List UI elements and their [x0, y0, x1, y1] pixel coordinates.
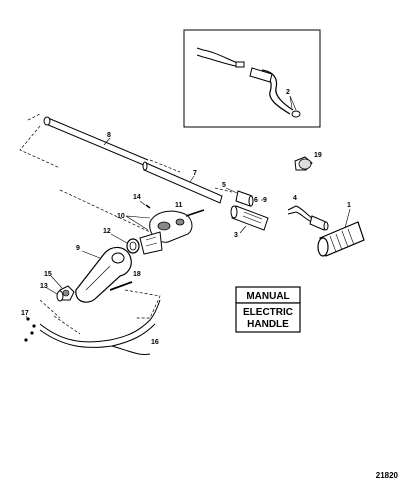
- tube-part-7: 7: [142, 161, 223, 204]
- cap-part-19: 19: [294, 152, 322, 171]
- label-part-1: 1: [347, 202, 351, 209]
- label-part-12: 12: [103, 228, 111, 235]
- screw-part-11: 11: [175, 202, 205, 217]
- label-part-10: 10: [117, 213, 125, 220]
- label-part-3: 3: [234, 232, 238, 239]
- coupling: [139, 231, 163, 255]
- legend-handle: HANDLE: [247, 319, 289, 330]
- grip-sleeve-part-3: 3: [230, 205, 269, 239]
- switch-part-4: 4: [287, 195, 329, 231]
- legend-electric: ELECTRIC: [243, 307, 293, 318]
- label-part-14: 14: [133, 194, 141, 201]
- label-part-15: 15: [44, 271, 52, 278]
- label-part-18: 18: [133, 271, 141, 278]
- alignment-dashes: [19, 113, 233, 335]
- bushing-part-5: 5: [222, 182, 254, 207]
- label-part-8: 8: [107, 132, 111, 139]
- label-part-17: 17: [21, 310, 29, 317]
- label-part-9b: 9: [263, 197, 267, 204]
- harness-inset: 2: [183, 29, 321, 128]
- label-part-19: 19: [314, 152, 322, 159]
- label-part-6: 6: [254, 197, 258, 204]
- screw-part-14: 14: [133, 194, 151, 209]
- tiller-arm-part-9: 9: [75, 245, 132, 303]
- washer-part-12: 12: [103, 228, 140, 254]
- label-part-2: 2: [286, 89, 290, 96]
- label-part-4: 4: [293, 195, 297, 202]
- grip-part-1: 1: [317, 202, 365, 257]
- figure-number: 21820: [376, 471, 399, 480]
- label-part-5: 5: [222, 182, 226, 189]
- legend-manual: MANUAL: [246, 291, 289, 302]
- label-part-16: 16: [151, 339, 159, 346]
- label-part-11: 11: [175, 202, 183, 209]
- rod-part-8: 8: [43, 116, 149, 167]
- label-part-13: 13: [40, 283, 48, 290]
- terminals-part-17: 17: [21, 310, 36, 342]
- label-part-9: 9: [76, 245, 80, 252]
- legend-box: MANUAL ELECTRIC HANDLE: [235, 286, 301, 333]
- bolt-part-18: 18: [109, 271, 141, 291]
- label-part-7: 7: [193, 170, 197, 177]
- washer-part-13: 13: [40, 283, 64, 302]
- cable-part-16: 16: [39, 299, 161, 355]
